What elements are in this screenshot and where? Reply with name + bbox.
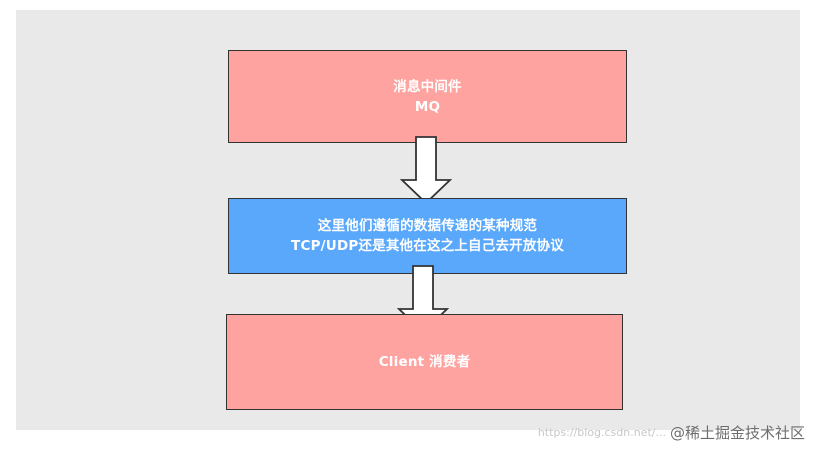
client-label: Client 消费者 (378, 354, 471, 370)
mq-title: 消息中间件 (393, 78, 462, 95)
client-box: Client 消费者 (226, 314, 623, 410)
down-arrow-icon (400, 136, 452, 204)
diagram-canvas: 消息中间件 MQ 这里他们遵循的数据传递的某种规范 TCP/UDP还是其他在这之… (16, 10, 800, 430)
protocol-line-1: 这里他们遵循的数据传递的某种规范 (317, 218, 538, 234)
watermark-url: https://blog.csdn.net/... (537, 426, 666, 439)
watermark: https://blog.csdn.net/... @稀土掘金技术社区 (538, 422, 805, 443)
watermark-brand: @稀土掘金技术社区 (669, 424, 805, 442)
protocol-line-2: TCP/UDP还是其他在这之上自己去开放协议 (291, 238, 564, 254)
protocol-box: 这里他们遵循的数据传递的某种规范 TCP/UDP还是其他在这之上自己去开放协议 (228, 198, 627, 274)
mq-box: 消息中间件 MQ (228, 50, 627, 143)
mq-subtitle: MQ (414, 98, 441, 115)
